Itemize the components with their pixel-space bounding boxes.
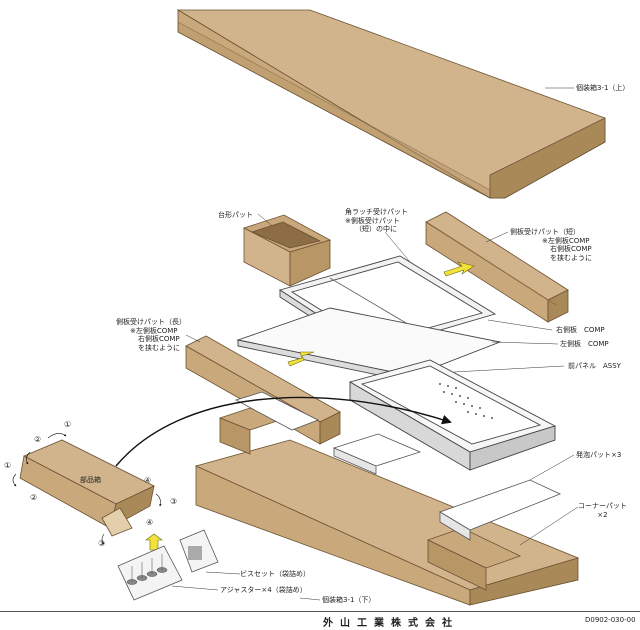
fold-step-4b: ④ bbox=[146, 518, 154, 527]
document-number: D0902-030-00 bbox=[585, 616, 636, 624]
insert-arrows bbox=[145, 261, 475, 551]
label-left-side-panel: 左側板 COMP bbox=[560, 340, 609, 348]
fold-arrows bbox=[12, 433, 162, 545]
label-upper-box: 個装箱3-1（上） bbox=[576, 84, 630, 92]
screw-set-bag bbox=[179, 529, 219, 573]
company-name: 外山工業株式会社 bbox=[323, 618, 459, 629]
label-lower-box: 個装箱3-1（下） bbox=[322, 596, 376, 604]
label-screw-set: ビスセット（袋詰め） bbox=[240, 570, 310, 578]
placement-arrow bbox=[115, 396, 452, 467]
label-parts-box: 部品箱 bbox=[80, 476, 101, 484]
upper-box bbox=[176, 9, 606, 199]
fold-step-2: ② bbox=[34, 435, 42, 444]
label-front-panel: 前パネル ASSY bbox=[568, 362, 621, 370]
side-pad-short bbox=[425, 211, 569, 323]
fold-step-1b: ① bbox=[4, 461, 12, 470]
pedestal-pad bbox=[242, 214, 332, 287]
fold-step-4: ④ bbox=[144, 476, 152, 485]
leader-lines bbox=[171, 87, 579, 601]
corner-pad bbox=[426, 527, 522, 591]
label-pedestal-pad: 台形パット bbox=[218, 211, 253, 219]
label-corner-latch-pad: 角ラッチ受けパット ※側板受けパット （短）の中に bbox=[345, 208, 408, 233]
fold-step-3: ③ bbox=[170, 497, 178, 506]
label-side-pad-short: 側板受けパット（短） ※左側板COMP 右側板COMP を挟むように bbox=[510, 228, 592, 262]
fold-step-1: ① bbox=[64, 420, 72, 429]
label-adjuster: アジャスター×4（袋詰め） bbox=[220, 586, 307, 594]
label-corner-pad: コーナーパット ×2 bbox=[578, 502, 627, 519]
parts-box bbox=[19, 439, 155, 537]
label-right-side-panel: 右側板 COMP bbox=[556, 326, 605, 334]
fold-step-2b: ② bbox=[30, 493, 38, 502]
foam-pads bbox=[234, 391, 562, 541]
adjuster-bag bbox=[117, 545, 183, 601]
footer-rule bbox=[0, 611, 640, 612]
label-side-pad-long: 側板受けパット（長） ※左側板COMP 右側板COMP を挟むように bbox=[116, 318, 186, 352]
label-foam-pad: 発泡パット×3 bbox=[576, 451, 622, 459]
fold-step-3b: ③ bbox=[98, 539, 106, 548]
